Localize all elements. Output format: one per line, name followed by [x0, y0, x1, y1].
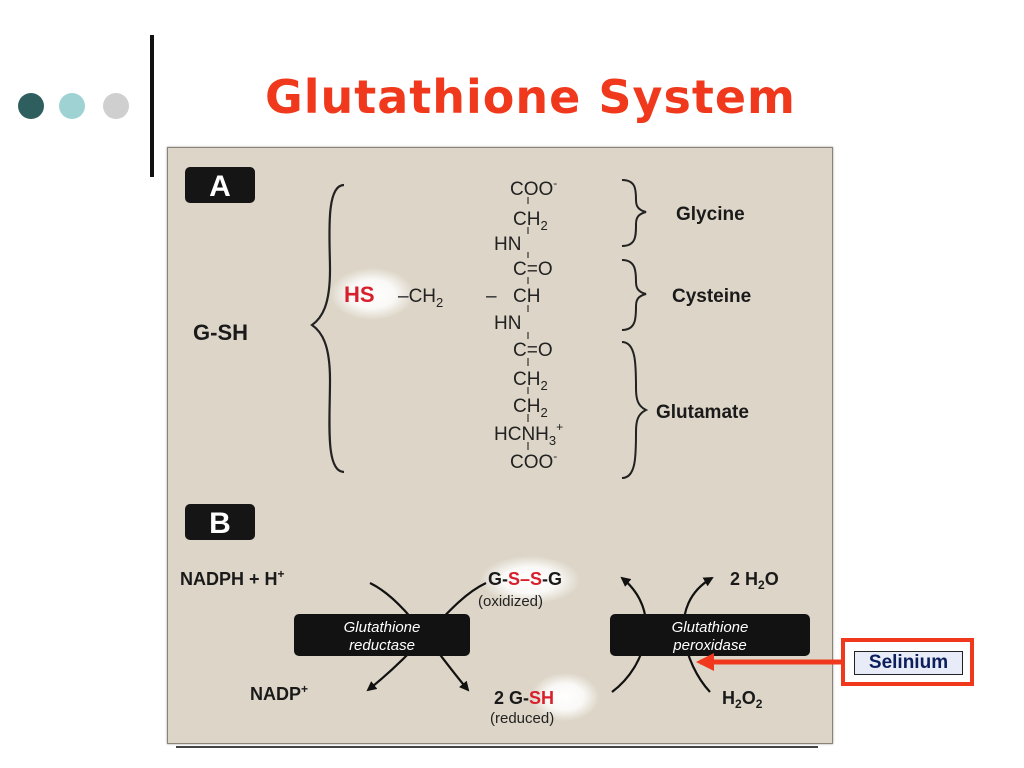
h2o2-label: H2O2 — [722, 688, 763, 711]
title-divider — [150, 35, 154, 177]
figure-baseline — [176, 746, 818, 748]
chain-ch2-a: CH2 — [513, 369, 548, 393]
link-dash: – — [486, 286, 497, 307]
dot-dark — [18, 93, 44, 119]
nadp-label: NADP+ — [250, 682, 308, 704]
reductase-box — [294, 614, 470, 656]
chain-coo-top: COO- — [510, 176, 557, 200]
sh-glow — [531, 673, 599, 721]
peroxidase-line1: Glutathione — [672, 619, 749, 636]
gsh-reduced-label: 2 G-SH — [494, 688, 554, 708]
selenium-callout: Selinium — [841, 638, 974, 686]
cysteine-label: Cysteine — [672, 286, 751, 307]
water-label: 2 H2O — [730, 569, 779, 592]
hs-group: HS — [344, 282, 375, 307]
glutamate-brace — [621, 341, 649, 479]
chain-hn-1: HN — [494, 234, 521, 255]
selenium-label: Selinium — [854, 651, 963, 675]
peroxidase-line2: peroxidase — [672, 637, 746, 654]
glycine-label: Glycine — [676, 204, 745, 225]
gsh-label: G-SH — [193, 320, 248, 345]
dot-light — [103, 93, 129, 119]
oxidized-label: (oxidized) — [478, 593, 543, 610]
nadph-label: NADPH + H+ — [180, 567, 285, 589]
chain-ch2-b: CH2 — [513, 396, 548, 420]
left-brace — [310, 183, 345, 474]
label-a-box — [185, 167, 255, 203]
ssbond-glow — [480, 556, 580, 604]
chain-co-2: C=O — [513, 340, 553, 361]
chain-ch2-glycine: CH2 — [513, 209, 548, 233]
label-b: B — [209, 507, 231, 540]
glycine-brace — [621, 179, 647, 247]
reductase-line1: Glutathione — [344, 619, 421, 636]
ch2-link: –CH2 — [398, 286, 443, 310]
chain-hcnh3: HCNH3+ — [494, 420, 563, 448]
glutamate-label: Glutamate — [656, 402, 749, 423]
chain-coo-bottom: COO- — [510, 449, 557, 473]
chain-co-1: C=O — [513, 259, 553, 280]
label-b-box — [185, 504, 255, 540]
reduced-label: (reduced) — [490, 710, 554, 727]
hs-glow — [330, 268, 414, 320]
peroxidase-box — [610, 614, 810, 656]
dot-mid — [59, 93, 85, 119]
page-title: Glutathione System — [265, 70, 796, 124]
reductase-line2: reductase — [349, 637, 415, 654]
label-a: A — [209, 170, 231, 203]
gssg-label: G-S–S-G — [488, 569, 562, 589]
chain-ch-cysteine: CH — [513, 286, 540, 307]
chain-hn-2: HN — [494, 313, 521, 334]
cysteine-brace — [621, 259, 647, 331]
